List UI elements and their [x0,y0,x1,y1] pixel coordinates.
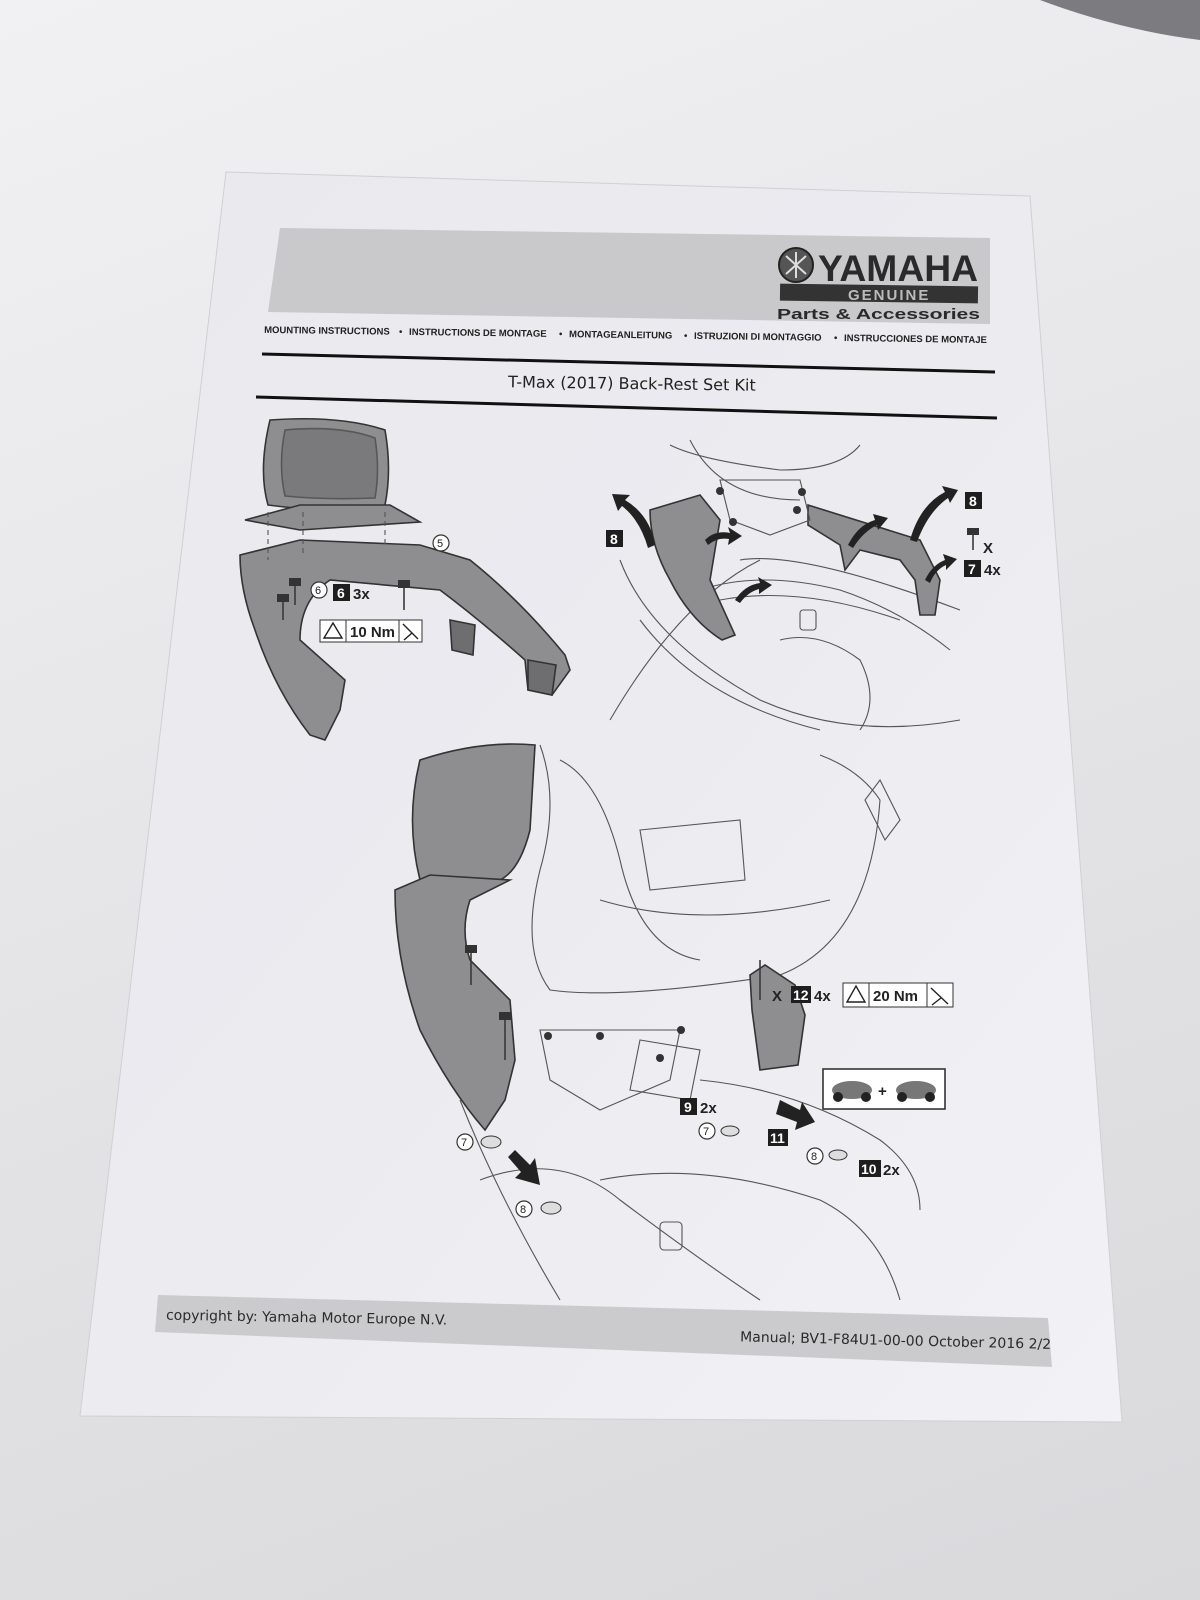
lang-es: INSTRUCCIONES DE MONTAJE [844,333,987,346]
callout-6: 6 [315,585,321,597]
torque-wrench-icon [930,987,949,1006]
separator: • [559,329,563,340]
both-sides-indicator: + [822,1068,946,1110]
warning-icon [322,621,344,639]
copyright-text: copyright by: Yamaha Motor Europe N.V. [166,1308,447,1329]
arrow-icon [925,554,957,583]
arrow-icon [910,486,958,542]
step1-diagram: 5 6 6 3x 10 Nm [239,417,571,741]
part-badge-9: 9 [684,1099,692,1115]
callout-8: 8 [520,1204,526,1216]
qty-7: 4x [984,562,1001,579]
torque-spec-10nm: 10 Nm [319,619,423,643]
callout-5: 5 [437,538,443,550]
part-badge-6: 6 [337,585,345,601]
remove-mark: X [983,540,993,557]
part-badge-8: 8 [610,531,618,547]
step2-diagram: 8 8 X 7 4x [606,439,1001,731]
arrow-icon [776,1100,815,1130]
callout-8: 8 [811,1151,817,1163]
warning-icon [845,984,867,1003]
part-badge-10: 10 [861,1161,877,1177]
bolt-icon [967,528,979,535]
separator: • [834,333,838,344]
brand-name: YAMAHA [818,248,978,289]
arrow-icon [735,577,772,603]
qty-12: 4x [814,988,831,1005]
brand-genuine: GENUINE [848,287,930,304]
step3-diagram: X 12 4x 20 Nm + 9 2x 7 11 8 [394,743,954,1301]
qty-10: 2x [883,1162,900,1179]
lang-en: MOUNTING INSTRUCTIONS [264,325,390,338]
separator: • [684,331,688,342]
yamaha-logo: YAMAHA GENUINE Parts & Accessories [777,247,980,323]
part-badge-11: 11 [770,1130,785,1146]
arrow-icon [848,514,888,548]
part-badge-7: 7 [968,561,976,577]
manual-reference: Manual; BV1-F84U1-00-00 October 2016 2/2 [740,1329,1051,1353]
separator: • [399,327,403,338]
paper-sheet [79,171,1123,1423]
torque-value: 20 Nm [873,988,918,1005]
lang-fr: INSTRUCTIONS DE MONTAGE [409,327,547,340]
remove-mark: X [772,988,782,1005]
torque-wrench-icon [402,623,419,641]
arrow-icon [705,527,742,545]
background-object [1040,0,1200,40]
callout-7: 7 [703,1126,709,1138]
divider [261,352,996,374]
lang-de: MONTAGEANLEITUNG [569,329,672,341]
footer-band [155,1295,1052,1367]
arrow-icon [508,1150,540,1185]
qty-6: 3x [353,586,370,603]
qty-9: 2x [700,1100,717,1117]
brand-tagline: Parts & Accessories [777,306,980,323]
part-badge-8: 8 [969,493,977,509]
page-title: T-Max (2017) Back-Rest Set Kit [507,372,756,394]
arrow-icon [612,494,655,548]
lang-it: ISTRUZIONI DI MONTAGGIO [694,331,822,344]
callout-7: 7 [461,1137,467,1149]
divider [255,395,998,420]
plus-sign: + [878,1083,887,1100]
torque-value: 10 Nm [350,624,395,641]
part-badge-12: 12 [793,987,809,1003]
language-line: MOUNTING INSTRUCTIONS • INSTRUCTIONS DE … [264,325,987,346]
torque-spec-20nm: 20 Nm [842,982,954,1008]
